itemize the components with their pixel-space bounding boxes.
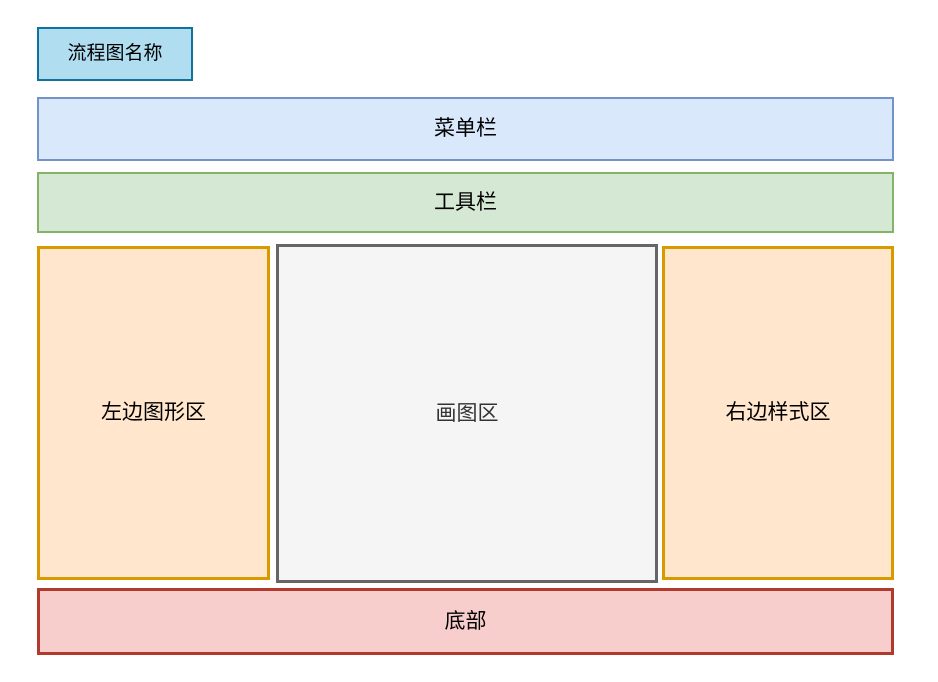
canvas-area-label: 画图区 xyxy=(435,401,499,425)
menu-bar-label: 菜单栏 xyxy=(434,117,497,141)
tool-bar-region[interactable]: 工具栏 xyxy=(37,172,894,233)
diagram-title-chip[interactable]: 流程图名称 xyxy=(37,27,193,81)
left-shapes-panel-label: 左边图形区 xyxy=(101,401,206,425)
tool-bar-label: 工具栏 xyxy=(434,190,497,214)
bottom-bar-region[interactable]: 底部 xyxy=(37,588,894,655)
right-styles-panel-label: 右边样式区 xyxy=(725,401,831,425)
canvas-area-region[interactable]: 画图区 xyxy=(276,244,658,583)
left-shapes-panel-region[interactable]: 左边图形区 xyxy=(37,246,270,580)
right-styles-panel-region[interactable]: 右边样式区 xyxy=(662,246,894,580)
diagram-title-label: 流程图名称 xyxy=(67,42,163,64)
bottom-bar-label: 底部 xyxy=(444,609,487,633)
menu-bar-region[interactable]: 菜单栏 xyxy=(37,97,894,161)
